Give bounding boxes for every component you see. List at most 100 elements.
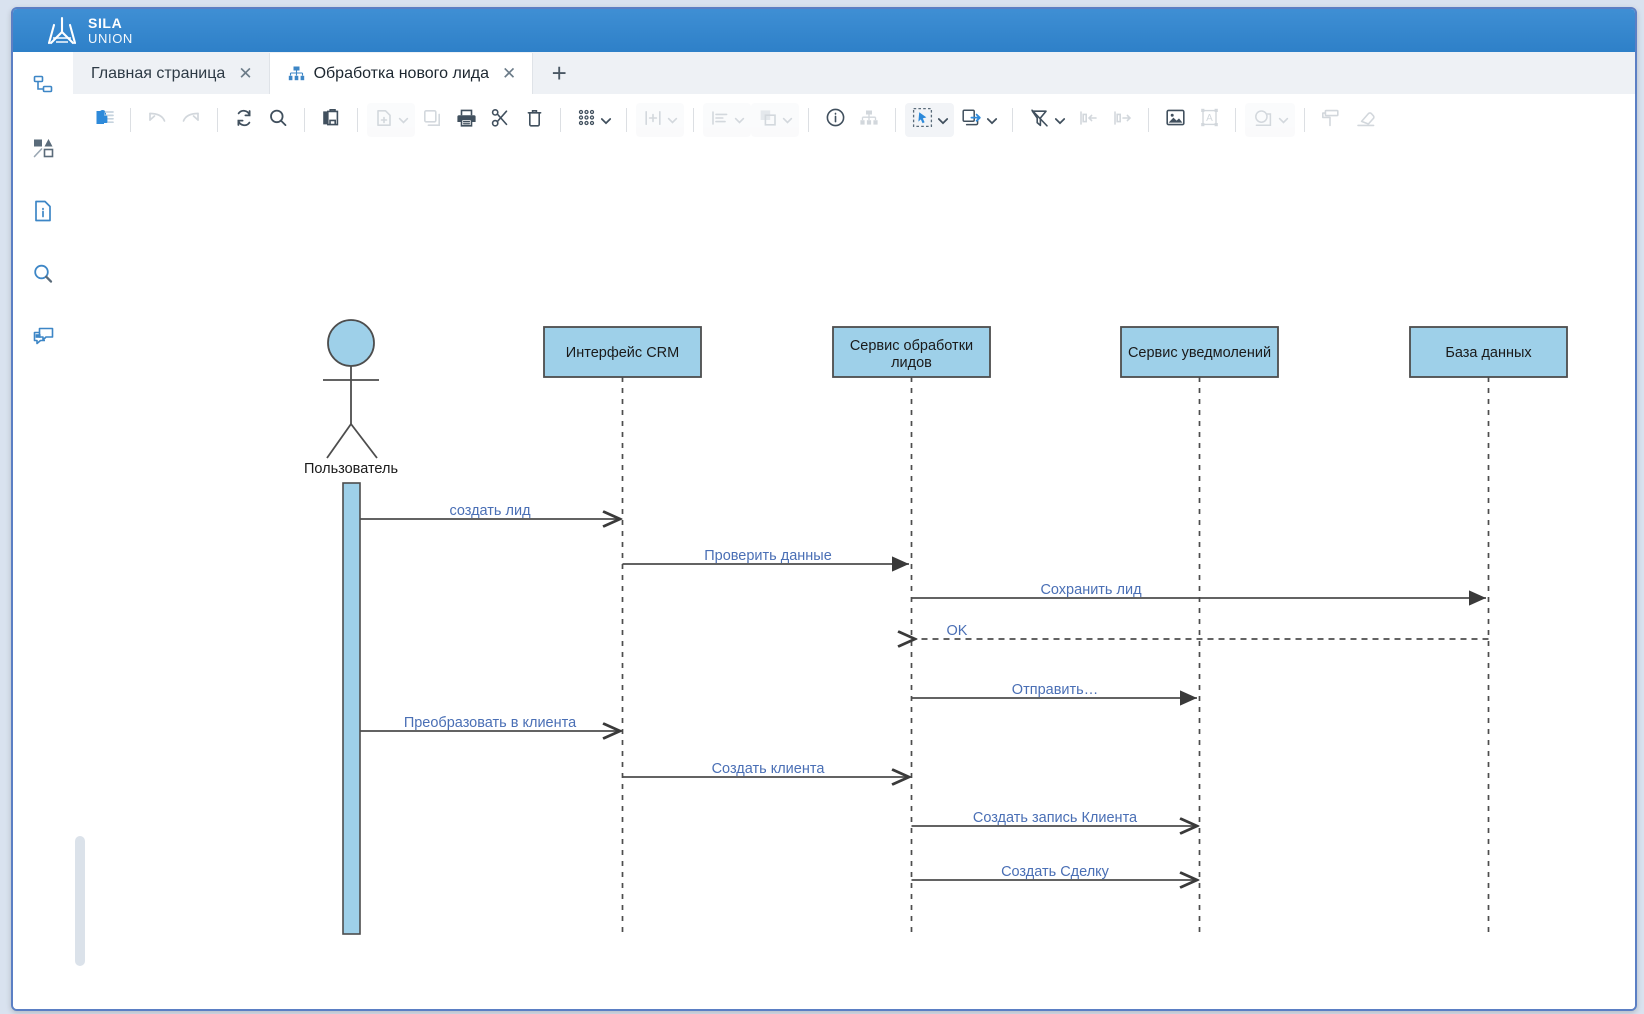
eraser-icon [1355,108,1376,133]
indent-right-button[interactable] [1105,103,1139,137]
paste-icon [321,108,341,133]
grid-dropdown[interactable] [570,103,617,137]
actor-head-icon [327,319,375,367]
message-create-client-record[interactable]: Создать запись Клиента [911,810,1198,826]
paste-button[interactable] [314,103,348,137]
rail-item-document-properties[interactable] [26,196,60,230]
message-save-lead[interactable]: Сохранить лид [911,582,1487,606]
format-painter-button[interactable] [1314,103,1348,137]
lifeline-box[interactable] [1120,326,1279,378]
lifeline-database[interactable]: База данных [1409,326,1568,934]
chevron-down-icon [985,114,998,127]
filter-dropdown[interactable] [1022,103,1071,137]
shapes-palette-icon [32,137,54,164]
rail-item-structure[interactable] [26,70,60,104]
copy-button[interactable] [415,103,449,137]
grid-dots-icon [577,108,596,132]
message-send-notification[interactable]: Отправить… [911,682,1198,706]
hierarchy-button[interactable] [852,103,886,137]
refresh-button[interactable] [227,103,261,137]
diagram-canvas[interactable]: Пользователь Интерфейс CRM Сервис обрабо… [87,146,1635,1009]
redo-button[interactable] [174,103,208,137]
message-create-lead[interactable]: создать лид [360,503,620,519]
message-label: Создать клиента [712,761,826,777]
export-dropdown[interactable] [954,103,1003,137]
activation-bar-user[interactable] [342,482,361,935]
distribute-horizontal-dropdown[interactable] [636,103,684,137]
message-ok-reply[interactable]: OK [915,623,1489,639]
app-logo: SILA UNION [45,16,133,46]
vertical-scrollbar-track[interactable] [73,146,87,1009]
sila-union-logo-icon [45,16,79,46]
tab-lead-processing[interactable]: Обработка нового лида ✕ [269,53,534,94]
print-button[interactable] [449,103,483,137]
message-create-client[interactable]: Создать клиента [622,761,910,777]
toolbar-separator [895,108,896,132]
delete-button[interactable] [517,103,551,137]
document-properties-icon [32,199,54,228]
distribute-horizontal-icon [643,109,663,132]
filter-off-icon [1029,108,1050,133]
application-window: SILA UNION [11,7,1637,1011]
search-icon [32,263,54,290]
info-button[interactable] [818,103,852,137]
rail-item-comments[interactable] [26,322,60,356]
toolbar-separator [304,108,305,132]
cut-button[interactable] [483,103,517,137]
lock-layers-button[interactable] [87,103,121,137]
new-tab-button[interactable]: + [533,53,586,94]
insert-image-button[interactable] [1158,103,1192,137]
lifeline-crm[interactable]: Интерфейс CRM [543,326,702,934]
lifeline-box[interactable] [543,326,702,378]
rail-item-search[interactable] [26,259,60,293]
align-dropdown[interactable] [703,103,751,137]
message-verify-data[interactable]: Проверить данные [622,548,910,572]
lifeline-lead-service[interactable]: Сервис обработки лидов [832,326,991,934]
chevron-down-icon [781,114,794,127]
image-icon [1165,108,1186,132]
main-toolbar: A [73,94,1635,147]
copy-icon [422,108,442,133]
indent-right-icon [1112,109,1133,132]
selection-marquee-icon [912,107,933,133]
message-create-deal[interactable]: Создать Сделку [911,864,1198,880]
toolbar-separator [1012,108,1013,132]
rail-item-shapes[interactable] [26,133,60,167]
toolbar-separator [560,108,561,132]
toolbar-separator [1304,108,1305,132]
shape-style-dropdown[interactable] [1245,103,1295,137]
message-label: Создать запись Клиента [973,810,1138,826]
message-label: OK [947,623,968,639]
undo-button[interactable] [140,103,174,137]
tab-close-icon[interactable]: ✕ [502,64,517,83]
lifeline-box[interactable] [832,326,991,378]
message-convert-to-client[interactable]: Преобразовать в клиента [360,715,620,731]
message-label: Отправить… [1012,682,1098,698]
arrange-order-dropdown[interactable] [751,103,799,137]
trash-icon [525,108,544,133]
toolbar-separator [1235,108,1236,132]
eraser-button[interactable] [1348,103,1382,137]
insert-text-button[interactable]: A [1192,103,1226,137]
lifeline-notification-service[interactable]: Сервис уведмолений [1120,326,1279,934]
selection-dropdown[interactable] [905,103,954,137]
toolbar-separator [693,108,694,132]
insert-shape-dropdown[interactable] [367,103,415,137]
hierarchy-icon [859,109,879,132]
indent-left-icon [1078,109,1099,132]
toolbar-separator [1148,108,1149,132]
diagram-icon [288,66,305,81]
chevron-down-icon [599,114,612,127]
tab-label: Обработка нового лида [313,64,489,82]
lifeline-actor-user[interactable]: Пользователь [304,319,398,935]
indent-left-button[interactable] [1071,103,1105,137]
lifeline-label: Интерфейс CRM [566,345,679,361]
refresh-icon [234,108,254,133]
tab-main-page[interactable]: Главная страница ✕ [73,53,270,94]
align-left-icon [710,109,730,132]
lifeline-label-line1: Сервис обработки [850,338,973,354]
tab-close-icon[interactable]: ✕ [238,64,253,83]
zoom-search-button[interactable] [261,103,295,137]
chevron-down-icon [397,114,410,127]
vertical-scrollbar-thumb[interactable] [75,836,85,966]
